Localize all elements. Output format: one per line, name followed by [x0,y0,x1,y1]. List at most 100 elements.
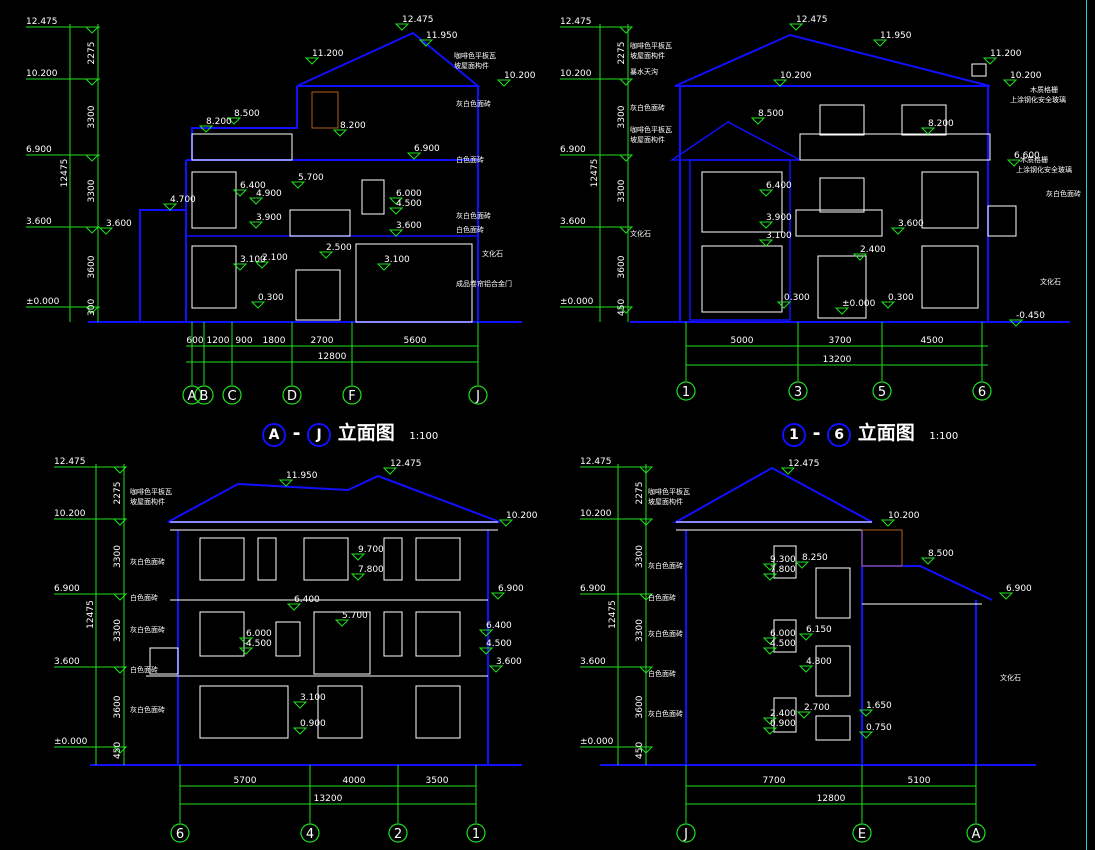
material-note: 白色面砖 [648,669,676,678]
elevation-label: 6.000 [396,189,422,199]
elevation-triangle [762,647,778,655]
axis-bubble [676,381,696,401]
elevation-label: 4.500 [396,199,422,209]
elevation-label: 3.600 [106,219,132,229]
material-note: 白色面砖 [130,665,158,674]
horizontal-dim-text: 7700 [763,776,786,786]
elevation-label: 0.300 [784,293,810,303]
material-note: 暴水天沟 [630,67,658,76]
elevation-label: 3.600 [496,657,522,667]
elevation-label: 2.100 [262,253,288,263]
elevation-triangle [388,197,404,205]
elevation-label: 4.700 [170,195,196,205]
elevation-label: 6.150 [806,625,832,635]
axis-bubble [282,385,302,405]
axis-bubble [300,823,320,843]
elevation-triangle [496,79,512,87]
elevation-label: 3.900 [256,213,282,223]
level-triangle [618,154,634,162]
elevation-triangle [490,592,506,600]
vertical-dim-text: 3600 [635,695,645,718]
level-label: 3.600 [26,217,52,227]
elevation-label: 11.950 [286,471,318,481]
elevation-triangle [238,637,254,645]
elevation-label: 4.500 [770,639,796,649]
elevation-label: 11.950 [426,31,458,41]
axis-bubble [966,823,986,843]
elevation-label: 4.500 [246,639,272,649]
horizontal-dim-text: 1200 [207,336,230,346]
elevation-label: 4.500 [486,639,512,649]
frame-edge [1086,0,1095,850]
axis-label: 1 [682,385,690,400]
elevation-a-j [88,31,522,323]
elevation-triangle [758,189,774,197]
axis-bubble-a: A [262,423,286,447]
elevation-triangle [858,709,874,717]
elevation-triangle [982,57,998,65]
elevation-label: 5.700 [298,173,324,183]
axis-bubble-6: 6 [827,423,852,447]
elevation-triangle [248,221,264,229]
elevation-triangle [762,563,778,571]
horizontal-dim-total: 13200 [823,355,852,365]
level-triangle [618,26,634,34]
elevation-triangle [762,637,778,645]
vertical-dim-text: 2275 [635,482,645,505]
material-note: 文化石 [630,229,651,238]
level-label: ±0.000 [54,737,88,747]
elevation-label: 6.400 [766,181,792,191]
elevation-label: 8.500 [758,109,784,119]
axis-bubble [788,381,808,401]
scale-label: 1:100 [409,431,439,442]
elevation-triangle [332,129,348,137]
dynamic-annotations: 12.47510.2006.9003.600±0.000227533003300… [26,15,1081,843]
axis-label: 6 [176,827,184,842]
material-note: 上涂钢化安全玻璃 [1016,165,1072,174]
horizontal-dim-text: 5100 [908,776,931,786]
elevation-triangle [872,39,888,47]
elevation-label: 4.900 [256,189,282,199]
material-note: 咖啡色平板瓦 [630,125,672,134]
elevation-triangle [238,647,254,655]
level-label: 12.475 [580,457,612,467]
elevation-triangle [488,665,504,673]
vertical-dim-text: 3300 [617,179,627,202]
axis-label: 1 [472,827,480,842]
horizontal-dim-text: 5000 [731,336,754,346]
level-triangle [112,466,128,474]
elevation-label: 12.475 [796,15,828,25]
horizontal-dim-text: 2700 [311,336,334,346]
axis-label: E [858,827,866,842]
elevation-triangle [388,229,404,237]
elevation-triangle [304,57,320,65]
elevation-triangle [796,711,812,719]
axis-bubble-j: J [307,423,332,447]
level-label: 3.600 [560,217,586,227]
axis-label: 2 [394,827,402,842]
vertical-dim-text: 450 [617,299,627,316]
elevation-triangle [278,479,294,487]
material-note: 坡屋面构件 [648,497,683,506]
axis-label: J [683,827,688,842]
elevation-label: 12.475 [402,15,434,25]
elevation-label: 2.400 [860,245,886,255]
elevation-label: 6.900 [1006,584,1032,594]
elevation-j-a [600,466,1036,766]
elevation-triangle [250,301,266,309]
elevation-triangle [762,727,778,735]
elevation-label: 3.100 [384,255,410,265]
elevation-triangle [762,573,778,581]
elevation-label: 6.400 [486,621,512,631]
elevation-triangle [478,647,494,655]
elevation-label: 7.800 [770,565,796,575]
elevation-label: 10.200 [888,511,920,521]
elevation-triangle [498,519,514,527]
title-text: 立面图 [337,422,395,444]
level-triangle [112,666,128,674]
material-note: 木质格栅 [1030,85,1058,94]
elevation-label: 11.950 [880,31,912,41]
axis-bubble [468,385,488,405]
axis-label: 5 [878,385,886,400]
